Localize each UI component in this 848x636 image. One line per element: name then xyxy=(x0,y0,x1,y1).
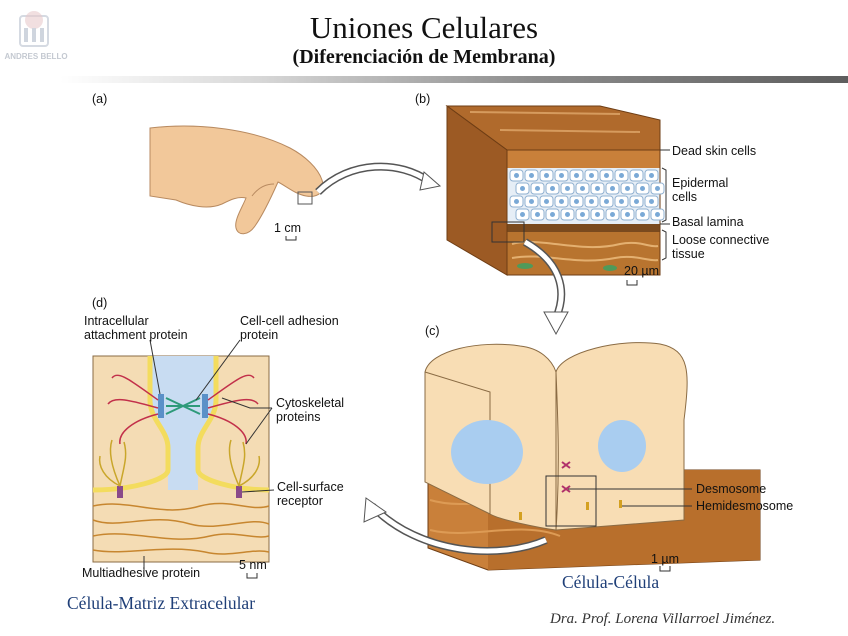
cell-nucleus xyxy=(589,199,594,204)
cell-nucleus xyxy=(520,212,525,217)
cell-nucleus xyxy=(595,212,600,217)
logo-text: ANDRES BELLO xyxy=(4,52,68,61)
scale-bar-d xyxy=(246,573,258,579)
label-cell-cell-adhesion: Cell-cell adhesion xyxy=(240,314,339,328)
cell-nucleus xyxy=(634,173,639,178)
panel-d-leaders xyxy=(143,339,275,570)
label-multiadhesive-protein: Multiadhesive protein xyxy=(82,566,201,580)
cell-nucleus xyxy=(544,199,549,204)
cell-nucleus xyxy=(559,199,564,204)
panel-a-letter: (a) xyxy=(92,92,108,106)
scale-label-d: 5 nm xyxy=(239,558,267,572)
cell-nucleus xyxy=(550,186,555,191)
cell-nucleus xyxy=(610,186,615,191)
nucleus-1 xyxy=(451,420,523,484)
cell-nucleus xyxy=(559,173,564,178)
cell-nucleus xyxy=(535,186,540,191)
cell-nucleus xyxy=(514,199,519,204)
cell-nucleus xyxy=(604,199,609,204)
label-basal-lamina: Basal lamina xyxy=(672,215,744,229)
scale-label-a: 1 cm xyxy=(274,221,302,235)
cell-nucleus xyxy=(649,199,654,204)
label-cell-surface: Cell-surface xyxy=(277,480,344,494)
label-cytoskeletal: Cytoskeletal xyxy=(276,396,345,410)
panel-c-letter: (c) xyxy=(425,324,440,338)
molecular-detail-illustration xyxy=(92,355,270,563)
cell-nucleus xyxy=(619,199,624,204)
caption-cell-matrix: Célula-Matriz Extracelular xyxy=(67,593,256,613)
cell-nucleus xyxy=(520,186,525,191)
label-epidermal: Epidermal xyxy=(672,176,729,190)
cell-nucleus xyxy=(604,173,609,178)
scale-bar-c xyxy=(659,566,671,572)
cell-nucleus xyxy=(625,186,630,191)
cell-nucleus xyxy=(610,212,615,217)
cell-nucleus xyxy=(580,212,585,217)
label-hemidesmosome: Hemidesmosome xyxy=(696,499,794,513)
cell-junction-illustration xyxy=(424,342,761,571)
label-receptor: receptor xyxy=(277,494,323,508)
cell-nucleus xyxy=(619,173,624,178)
scale-bar-a xyxy=(285,236,297,241)
cell-nucleus xyxy=(634,199,639,204)
cell-nucleus xyxy=(574,173,579,178)
label-attachment-protein: attachment protein xyxy=(84,328,188,342)
cell-nucleus xyxy=(640,186,645,191)
panel-b-letter: (b) xyxy=(415,92,431,106)
cell-nucleus xyxy=(580,186,585,191)
label-dead-skin-cells: Dead skin cells xyxy=(672,144,757,158)
cell-nucleus xyxy=(544,173,549,178)
label-desmosome: Desmosome xyxy=(696,482,767,496)
cell-nucleus xyxy=(514,173,519,178)
cell-nucleus xyxy=(649,173,654,178)
scale-bar-b xyxy=(626,280,638,286)
label-epidermal-cells: cells xyxy=(672,190,698,204)
epidermal-cells xyxy=(509,169,665,221)
label-adhesion-protein: protein xyxy=(240,328,279,342)
cell-nucleus xyxy=(595,186,600,191)
cell-nucleus xyxy=(655,212,660,217)
cell-nucleus xyxy=(640,212,645,217)
cell-nucleus xyxy=(565,212,570,217)
caption-cell-cell: Célula-Célula xyxy=(562,572,660,592)
hand-illustration xyxy=(149,125,324,235)
cell-nucleus xyxy=(625,212,630,217)
panel-c-leaders xyxy=(568,488,692,507)
label-cytoskeletal-proteins: proteins xyxy=(276,410,321,424)
cell-nucleus xyxy=(574,199,579,204)
cell-nucleus xyxy=(550,212,555,217)
logo-emblem xyxy=(19,11,49,47)
panel-b-leaders xyxy=(660,149,670,261)
cell-nucleus xyxy=(565,186,570,191)
cell-nucleus xyxy=(529,199,534,204)
logo xyxy=(14,6,54,50)
page-title: Uniones Celulares xyxy=(309,10,539,45)
cell-nucleus xyxy=(589,173,594,178)
page-subtitle: (Diferenciación de Membrana) xyxy=(292,46,556,68)
label-intracellular: Intracellular xyxy=(84,314,149,328)
scale-label-b: 20 µm xyxy=(624,264,659,278)
skin-block-illustration xyxy=(445,105,665,276)
author-signature: Dra. Prof. Lorena Villarroel Jiménez. xyxy=(550,611,776,627)
cell-nucleus xyxy=(529,173,534,178)
panel-d-letter: (d) xyxy=(92,296,108,310)
label-loose-connective: Loose connective xyxy=(672,233,770,247)
header-rule xyxy=(60,76,848,83)
label-tissue: tissue xyxy=(672,247,705,261)
nucleus-2 xyxy=(598,420,646,472)
scale-label-c: 1 µm xyxy=(651,552,680,566)
cell-nucleus xyxy=(655,186,660,191)
cell-nucleus xyxy=(535,212,540,217)
